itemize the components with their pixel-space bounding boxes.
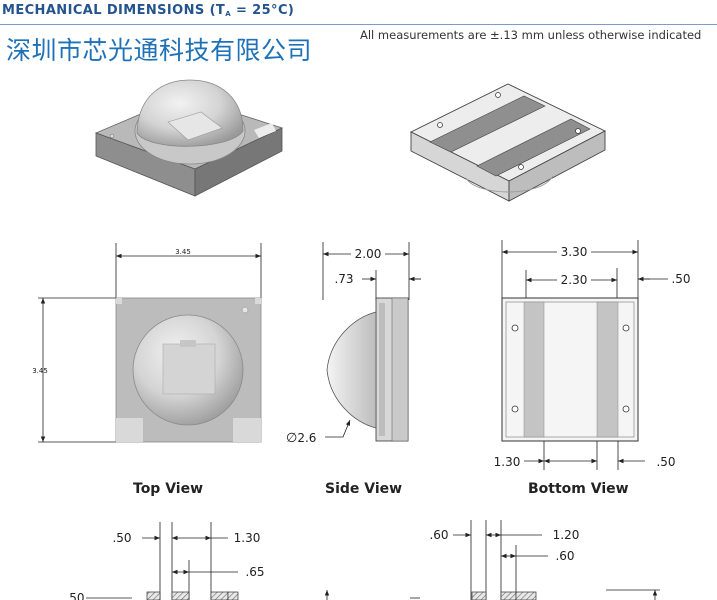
side-base-dim: .73: [334, 272, 353, 286]
footprint-left: .50 1.30 .65 .50: [65, 522, 330, 600]
side-view-label: Side View: [325, 481, 403, 497]
fp-right-d2: 1.20: [553, 528, 580, 542]
fp-right-d3: .60: [555, 549, 574, 563]
tolerance-note: All measurements are ±.13 mm unless othe…: [360, 28, 702, 42]
led-3d-render: [94, 79, 284, 197]
fp-left-d4: .50: [65, 591, 84, 600]
fp-left-d2: 1.30: [234, 531, 261, 545]
bottom-pad-right-dim: .50: [656, 455, 675, 469]
fp-left-d1: .50: [112, 531, 131, 545]
top-view: 3.45 3.45: [32, 243, 262, 443]
fp-left-d3: .65: [245, 565, 264, 579]
led-3d-bottom-render: [409, 83, 607, 202]
top-view-label: Top View: [133, 481, 204, 497]
fp-right-d1: .60: [429, 528, 448, 542]
side-dome-diameter: ∅2.6: [286, 431, 316, 446]
side-view: 2.00 .73 ∅2.6: [286, 242, 421, 446]
bottom-view-label: Bottom View: [528, 481, 629, 497]
bottom-view: 3.30 2.30 .50 1.30 .50: [494, 240, 691, 470]
bottom-inner-dim: 2.30: [561, 273, 588, 287]
side-total-dim: 2.00: [355, 247, 382, 261]
top-width-dim: 3.45: [175, 248, 191, 256]
bottom-pad-dim: 1.30: [494, 455, 521, 469]
section-title: MECHANICAL DIMENSIONS (TA = 25°C): [2, 3, 295, 18]
bottom-outer-dim: 3.30: [561, 245, 588, 259]
bottom-gap-dim: .50: [671, 272, 690, 286]
company-name: 深圳市芯光通科技有限公司: [6, 36, 313, 65]
header-bar: [0, 0, 717, 25]
footprint-right: .60 1.20 .60: [410, 520, 660, 600]
top-height-dim: 3.45: [32, 367, 48, 375]
